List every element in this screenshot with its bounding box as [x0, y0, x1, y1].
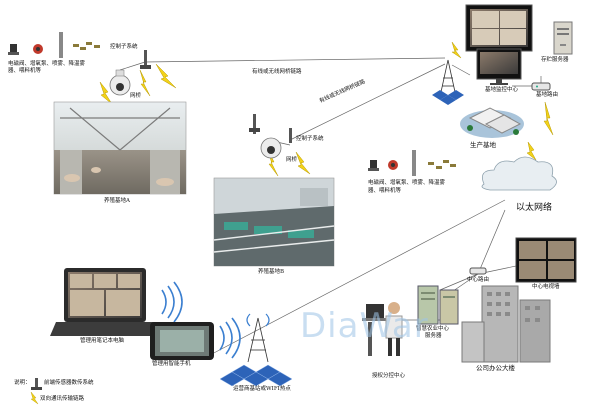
bridge-a-label: 网桥	[130, 93, 142, 99]
storage-server-label: 存贮服务器	[541, 57, 569, 63]
server-icon	[417, 285, 459, 325]
laptop-label: 管理用笔记本电脑	[80, 338, 125, 344]
smart-agri-server-line1: 智慧农业中心	[416, 326, 450, 332]
pump-icon	[388, 160, 398, 170]
camera-dome-icon	[260, 137, 282, 159]
smart-agri-server-line2: 服务器	[425, 333, 442, 339]
server-icon	[553, 21, 573, 55]
farm-a-photo	[53, 101, 187, 195]
center-router-label: 中心路由	[467, 277, 490, 283]
legend-link-icon	[30, 391, 39, 405]
control-subsystem-a-label: 控制子系统	[110, 44, 138, 50]
control-center-label: 授权分控中心	[372, 373, 406, 379]
tower-icon	[219, 313, 293, 387]
legend-sensor-icon	[31, 378, 42, 390]
farm-a-equipment	[8, 32, 100, 58]
camera-dome-icon	[109, 69, 131, 96]
farm-b-label: 养殖基地B	[258, 269, 285, 275]
connection-lines	[119, 57, 542, 356]
tower-icon	[432, 59, 464, 105]
bridge-b-antenna-icon	[289, 128, 292, 143]
control-subsystem-b-label: 控制子系统	[296, 136, 324, 142]
production-base-icon	[460, 107, 524, 138]
farm-a-label: 养殖基地A	[104, 198, 130, 204]
nozzle-icon	[73, 42, 100, 50]
smartphone-label: 管理用智能手机	[152, 361, 191, 367]
person-icon	[362, 302, 403, 356]
phone-icon	[150, 322, 214, 360]
pump-icon	[33, 44, 43, 54]
router-icon	[531, 82, 551, 91]
base-monitor-screen-2	[476, 48, 522, 85]
wifi-icon	[219, 317, 241, 359]
nozzle-icon	[428, 160, 456, 169]
base-monitor-screen	[465, 4, 533, 52]
center-tv-wall	[515, 237, 577, 283]
equipment-b-line2: 器、喂料机等	[368, 188, 402, 194]
valve-icon	[8, 44, 19, 55]
ethernet-label: 以太网络	[516, 203, 553, 213]
sprayer-icon	[59, 32, 63, 58]
legend-title: 说明：	[14, 380, 31, 386]
bridge-a-antenna-icon	[140, 50, 151, 69]
carrier-base-station-label: 运营商基站或WIFI热点	[233, 386, 291, 392]
router-icon	[469, 267, 487, 275]
farm-b-antenna-icon	[249, 114, 260, 134]
farm-b-equipment	[368, 150, 456, 176]
base-router-label: 基地路由	[536, 92, 559, 98]
equipment-a-line1: 电磁阀、增氧泵、喷雾、降温雾	[8, 61, 86, 67]
wifi-icon	[161, 281, 183, 323]
watermark-text: DiaWar	[300, 306, 429, 346]
base-monitor-center-label: 基地监控中心	[485, 87, 519, 93]
legend-link-label: 双向通讯传输链路	[40, 396, 85, 402]
building-icon	[461, 285, 551, 363]
office-building-label: 公司办公大楼	[476, 364, 515, 372]
production-base-label: 生产基地	[470, 141, 496, 149]
cloud-icon	[481, 156, 557, 191]
center-tv-wall-label: 中心电视墙	[532, 284, 560, 290]
bridge-b-label: 网桥	[286, 157, 298, 163]
farm-b-photo	[213, 177, 335, 267]
link-label-1: 有线或无线网桥链路	[252, 69, 302, 75]
legend-sensor-label: 前端传感器数传系统	[44, 380, 94, 386]
sprayer-icon	[412, 150, 416, 176]
valve-icon	[368, 160, 379, 171]
equipment-b-line1: 电磁阀、增氧泵、喷雾、降温雾	[368, 180, 446, 186]
equipment-a-line2: 器、喂料机等	[8, 68, 42, 74]
laptop-icon	[50, 268, 160, 336]
